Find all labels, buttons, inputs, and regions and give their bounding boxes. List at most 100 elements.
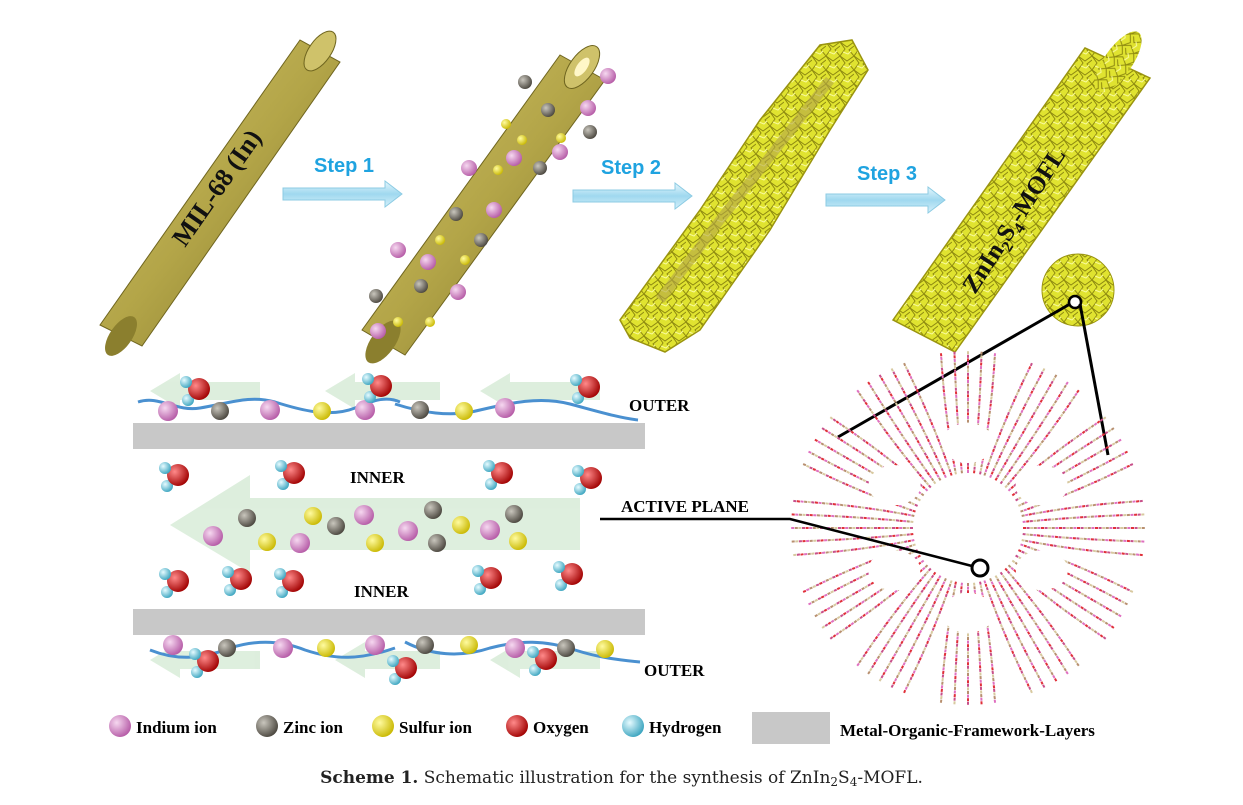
zinc-ion (541, 103, 555, 117)
oxygen-atom (561, 563, 583, 585)
inner-bottom-label: INNER (354, 582, 410, 601)
legend-sulfur-label: Sulfur ion (399, 718, 472, 737)
zinc-ion (474, 233, 488, 247)
caption-prefix: Scheme 1. (320, 768, 419, 788)
hydrogen-atom (161, 480, 173, 492)
indium-ion (580, 100, 596, 116)
water-molecule (159, 462, 189, 492)
zinc-ion (327, 517, 345, 535)
active-site-icon (970, 558, 990, 578)
water-molecule (570, 374, 600, 404)
water-molecule (274, 568, 304, 598)
active-plane-label: ACTIVE PLANE (621, 497, 749, 516)
hydrogen-atom (553, 561, 565, 573)
indium-ion (506, 150, 522, 166)
indium-ion (354, 505, 374, 525)
indium-ion (420, 254, 436, 270)
legend-zinc-label: Zinc ion (283, 718, 344, 737)
water-molecule (483, 460, 513, 490)
oxygen-atom (480, 567, 502, 589)
indium-ion (461, 160, 477, 176)
sulfur-ion (366, 534, 384, 552)
indium-ion (365, 635, 385, 655)
indium-ion (505, 638, 525, 658)
hydrogen-atom (570, 374, 582, 386)
figure-caption: Scheme 1. Schematic illustration for the… (320, 768, 923, 789)
indium-ion (552, 144, 568, 160)
active-plane-pointer (600, 517, 973, 568)
hydrogen-atom (387, 655, 399, 667)
hydrogen-atom (362, 373, 374, 385)
sulfur-ion (393, 317, 403, 327)
hydrogen-atom (276, 586, 288, 598)
legend-indium-label: Indium ion (136, 718, 217, 737)
step1-arrow: Step 1 (282, 155, 403, 209)
legend-zinc-icon (256, 715, 278, 737)
indium-ion (370, 323, 386, 339)
hydrogen-atom (527, 646, 539, 658)
indium-ion (480, 520, 500, 540)
zinc-ion (505, 505, 523, 523)
indium-ion (398, 521, 418, 541)
sulfur-ion (556, 133, 566, 143)
legend-sulfur-icon (372, 715, 394, 737)
zinc-ion (416, 636, 434, 654)
indium-ion (390, 242, 406, 258)
indium-ion (486, 202, 502, 218)
water-molecule (553, 561, 583, 591)
hydrogen-atom (159, 568, 171, 580)
legend-mof-layer-label: Metal-Organic-Framework-Layers (840, 721, 1095, 740)
hydrogen-atom (389, 673, 401, 685)
hydrogen-atom (529, 664, 541, 676)
indium-ion (203, 526, 223, 546)
zinc-ion (238, 509, 256, 527)
outer-bottom-label: OUTER (644, 661, 705, 680)
mof-layer-bottom (133, 609, 645, 635)
hydrogen-atom (189, 648, 201, 660)
step1-label: Step 1 (314, 155, 374, 177)
hydrogen-atom (161, 586, 173, 598)
hydrogen-atom (191, 666, 203, 678)
zinc-ion (411, 401, 429, 419)
zinc-ion (583, 125, 597, 139)
zinc-ion (369, 289, 383, 303)
sulfur-ion (304, 507, 322, 525)
hydrogen-atom (274, 568, 286, 580)
oxygen-atom (167, 464, 189, 486)
step2-arrow: Step 2 (572, 157, 693, 211)
water-molecule (159, 568, 189, 598)
legend-mof-layer-swatch (752, 712, 830, 744)
mof-crystal-structure (791, 351, 1145, 705)
oxygen-atom (167, 570, 189, 592)
hydrogen-atom (275, 460, 287, 472)
hydrogen-atom (182, 394, 194, 406)
indium-ion (158, 401, 178, 421)
zinc-ion (557, 639, 575, 657)
hydrogen-atom (572, 392, 584, 404)
sulfur-ion (501, 119, 511, 129)
indium-ion (273, 638, 293, 658)
zinc-ion (414, 279, 428, 293)
step3-label: Step 3 (857, 163, 917, 185)
rod2-ions (369, 68, 616, 339)
water-molecule (275, 460, 305, 490)
oxygen-atom (395, 657, 417, 679)
step2-label: Step 2 (601, 157, 661, 179)
hydrogen-atom (364, 391, 376, 403)
hydrogen-atom (474, 583, 486, 595)
water-molecule (180, 376, 210, 406)
legend-hydrogen-icon (622, 715, 644, 737)
zinc-ion (449, 207, 463, 221)
outer-top-label: OUTER (629, 396, 690, 415)
indium-ion (355, 400, 375, 420)
indium-ion (290, 533, 310, 553)
water-molecule (472, 565, 502, 595)
water-molecule (572, 465, 602, 495)
hydrogen-atom (472, 565, 484, 577)
indium-ion (600, 68, 616, 84)
zoom-lines (837, 302, 1110, 456)
sulfur-ion (509, 532, 527, 550)
oxygen-atom (580, 467, 602, 489)
wave-top-right (394, 398, 639, 422)
sulfur-ion (258, 533, 276, 551)
